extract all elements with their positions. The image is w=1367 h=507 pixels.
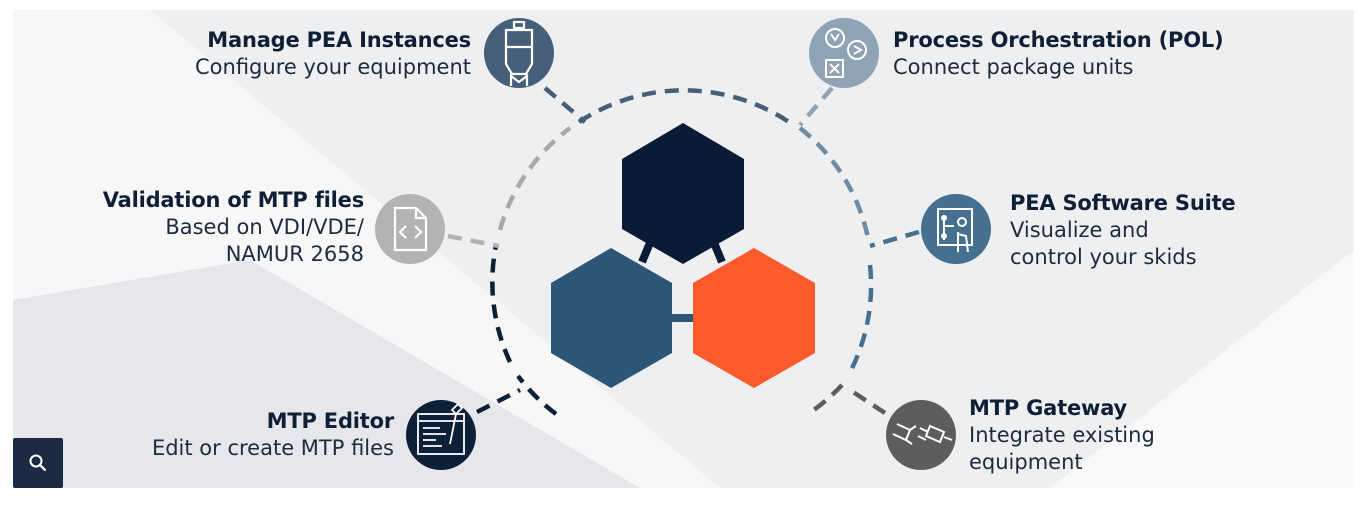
feature-description: Edit or create MTP files <box>151 436 394 460</box>
feature-title: PEA Software Suite <box>1010 191 1236 215</box>
ring-segment <box>497 126 572 231</box>
feature-title: Validation of MTP files <box>102 188 364 212</box>
ring-segment <box>846 264 874 378</box>
ring-segment <box>798 126 872 244</box>
connector-line <box>848 388 887 415</box>
feature-validation: Validation of MTP files Based on VDI/VDE… <box>103 187 364 268</box>
ring-segment <box>806 383 844 416</box>
connector-line <box>475 387 522 415</box>
ring-segment <box>490 244 513 363</box>
plug-icon <box>886 400 956 470</box>
feature-description: Connect package units <box>893 55 1134 79</box>
connector-line <box>447 233 500 249</box>
hexagon-left <box>551 248 672 388</box>
feature-description: Configure your equipment <box>195 55 471 79</box>
feature-description: control your skids <box>1010 245 1197 269</box>
tank-icon <box>484 18 554 88</box>
feature-description: Integrate existing <box>969 423 1155 447</box>
feature-title: MTP Editor <box>266 409 395 433</box>
feature-manage-pea: Manage PEA Instances Configure your equi… <box>195 27 471 81</box>
feature-mtp-gateway: MTP Gateway Integrate existing equipment <box>969 395 1155 476</box>
background-shape <box>1050 250 1354 488</box>
background-shape <box>13 260 640 488</box>
feature-process-orchestration: Process Orchestration (POL) Connect pack… <box>893 27 1224 81</box>
search-icon <box>29 454 47 472</box>
connector-line <box>869 229 920 249</box>
ring-segment <box>516 374 558 416</box>
hexagon-top <box>622 123 744 264</box>
feature-pea-software: PEA Software Suite Visualize and control… <box>1010 190 1236 271</box>
feature-title: Manage PEA Instances <box>207 28 471 52</box>
code-file-icon <box>375 194 445 264</box>
feature-description: equipment <box>969 450 1083 474</box>
search-button[interactable] <box>13 438 63 488</box>
feature-description: NAMUR 2658 <box>225 242 364 266</box>
hexagon-right <box>693 248 815 388</box>
feature-title: Process Orchestration (POL) <box>893 28 1224 52</box>
connector-line <box>543 86 587 124</box>
connector-line <box>798 86 834 127</box>
feature-mtp-editor: MTP Editor Edit or create MTP files <box>152 408 394 462</box>
feature-description: Based on VDI/VDE/ <box>165 215 364 239</box>
editor-icon <box>406 400 476 470</box>
touch-panel-icon <box>921 194 991 264</box>
ring-segment <box>577 88 791 124</box>
process-symbols-icon <box>809 18 879 88</box>
feature-description: Visualize and <box>1010 218 1149 242</box>
feature-title: MTP Gateway <box>969 396 1128 420</box>
